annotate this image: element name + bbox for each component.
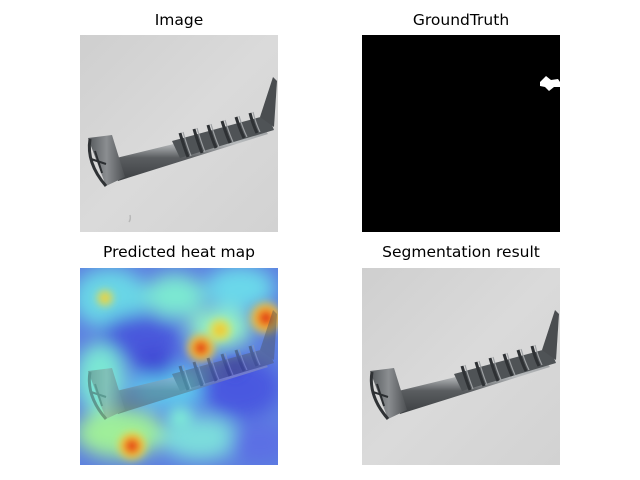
heat-map-overlay bbox=[80, 268, 278, 465]
dust-mark bbox=[128, 214, 132, 223]
panel-title-image: Image bbox=[154, 11, 204, 29]
segmentation-result bbox=[362, 268, 560, 465]
groundtruth-mask bbox=[362, 35, 560, 232]
defect-region bbox=[540, 76, 560, 91]
panel-title-heatmap: Predicted heat map bbox=[103, 243, 255, 261]
panel-title-segmentation: Segmentation result bbox=[382, 243, 540, 261]
panel-title-groundtruth: GroundTruth bbox=[412, 11, 510, 29]
mask-background bbox=[362, 35, 560, 232]
original-image bbox=[80, 35, 278, 232]
